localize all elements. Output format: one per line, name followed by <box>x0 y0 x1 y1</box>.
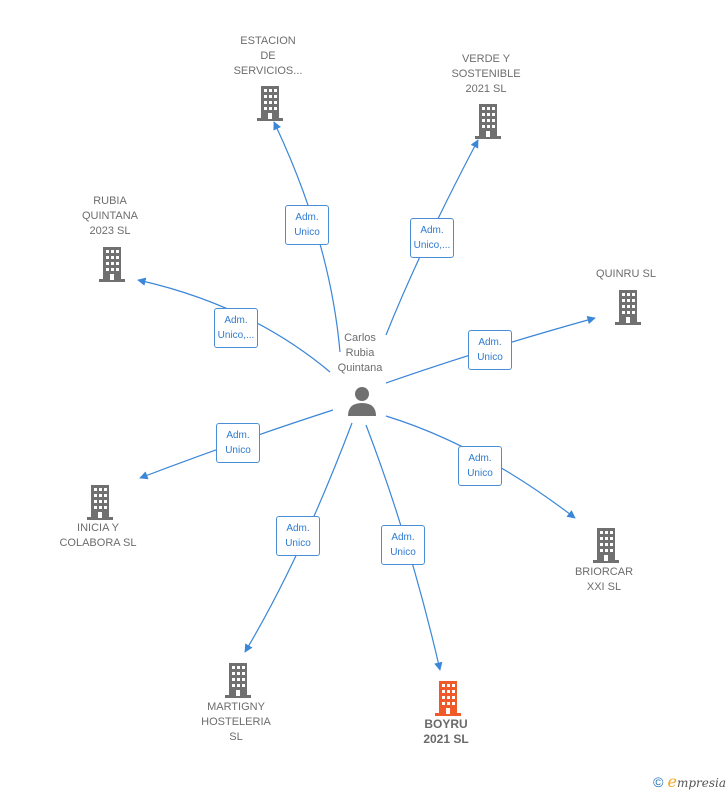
company-label-inicia[interactable]: INICIA Y COLABORA SL <box>59 522 137 549</box>
company-label-briorcar[interactable]: BRIORCAR XXI SL <box>574 566 634 593</box>
company-label-boyru[interactable]: BOYRU 2021 SL <box>423 717 469 746</box>
company-label-martigny[interactable]: MARTIGNY HOSTELERIA SL <box>201 701 271 743</box>
building-icon[interactable] <box>96 246 128 282</box>
company-label-quinru[interactable]: QUINRU SL <box>596 268 656 280</box>
building-icon[interactable] <box>222 662 254 698</box>
copyright-icon: © <box>653 774 664 790</box>
edge-label-inicia[interactable]: Adm. Unico <box>216 423 260 463</box>
company-label-verde[interactable]: VERDE Y SOSTENIBLE 2021 SL <box>451 53 521 95</box>
edge-label-quinru[interactable]: Adm. Unico <box>468 330 512 370</box>
building-icon[interactable] <box>432 680 464 716</box>
building-icon[interactable] <box>254 85 286 121</box>
edge-label-rubia[interactable]: Adm. Unico,... <box>214 308 258 348</box>
edge-label-martigny[interactable]: Adm. Unico <box>276 516 320 556</box>
brand-logo-text: mpresia <box>676 776 726 790</box>
edge-label-briorcar[interactable]: Adm. Unico <box>458 446 502 486</box>
edge-label-boyru[interactable]: Adm. Unico <box>381 525 425 565</box>
building-icon[interactable] <box>612 289 644 325</box>
building-icon[interactable] <box>590 527 622 563</box>
building-icon[interactable] <box>472 103 504 139</box>
footer-brand: ©empresia <box>653 772 726 791</box>
brand-logo-e: e <box>667 772 677 791</box>
company-label-estacion[interactable]: ESTACION DE SERVICIOS... <box>233 35 303 77</box>
person-label[interactable]: Carlos Rubia Quintana <box>337 332 383 374</box>
company-label-rubia[interactable]: RUBIA QUINTANA 2023 SL <box>81 195 139 237</box>
edge-label-verde[interactable]: Adm. Unico,... <box>410 218 454 258</box>
edge-label-estacion[interactable]: Adm. Unico <box>285 205 329 245</box>
person-icon[interactable] <box>347 386 377 416</box>
building-icon[interactable] <box>84 484 116 520</box>
